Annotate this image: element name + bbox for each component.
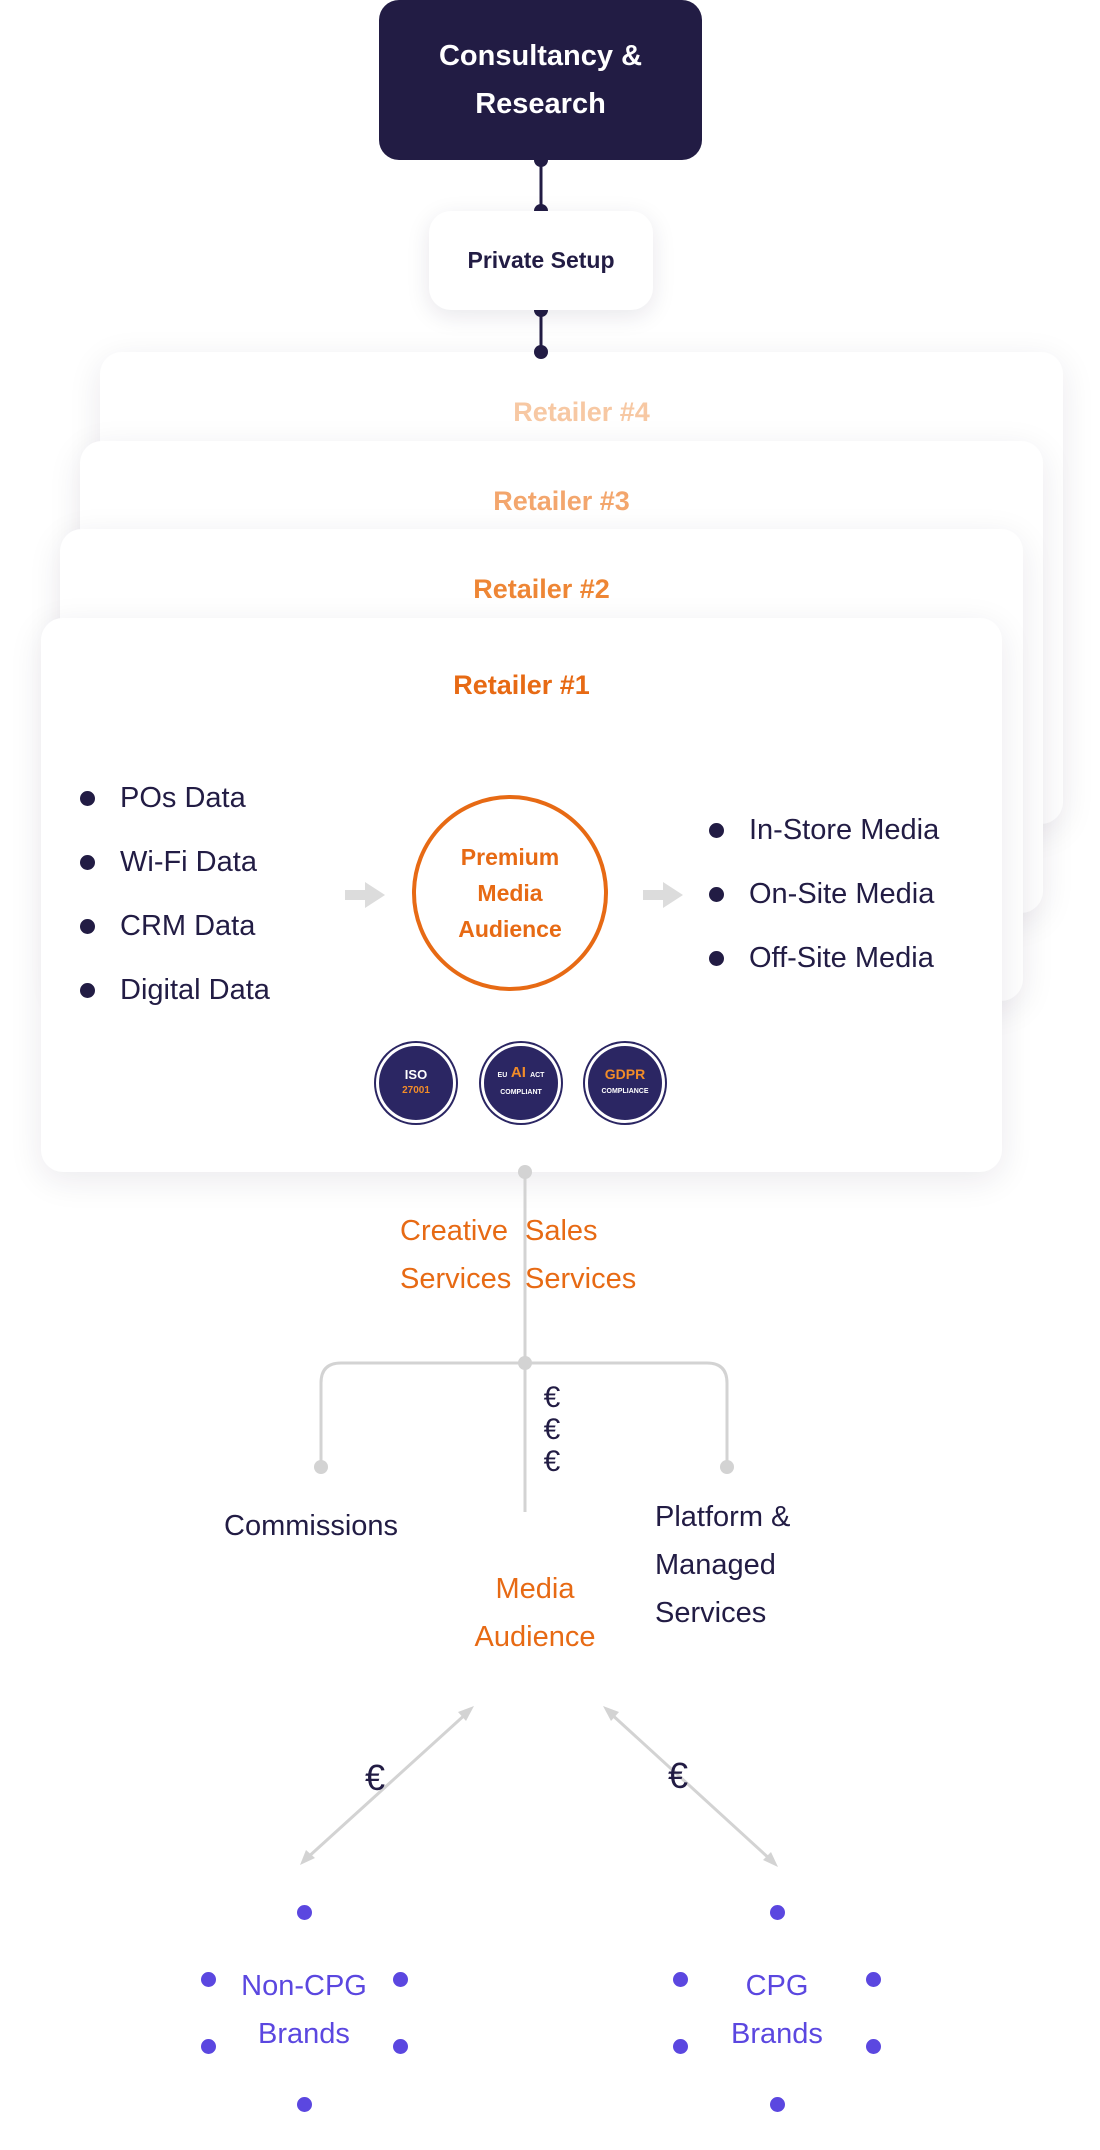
cpg-brands-label: CPG Brands xyxy=(731,1970,823,2050)
bullet-dot xyxy=(80,855,95,870)
euro-stack: € € € xyxy=(542,1382,562,1478)
arrow-right-icon xyxy=(643,882,683,908)
non-cpg-brands-label: Non-CPG Brands xyxy=(241,1970,367,2050)
brand-dot xyxy=(393,2039,408,2054)
brand-dot xyxy=(770,2097,785,2112)
creative-services-label: Creative Services xyxy=(400,1215,512,1295)
bullet-dot xyxy=(80,983,95,998)
sales-services-label: Sales Services xyxy=(525,1215,637,1295)
platform-managed-services-label: Platform & Managed Services xyxy=(655,1501,791,1629)
bullet-dot xyxy=(709,887,724,902)
iso-27001-badge: ISO 27001 xyxy=(376,1043,456,1123)
euro-symbol: € xyxy=(543,1445,561,1478)
bullet-dot xyxy=(80,919,95,934)
brand-dot xyxy=(770,1905,785,1920)
list-item: CRM Data xyxy=(80,894,270,958)
brand-dot xyxy=(393,1972,408,1987)
list-item: POs Data xyxy=(80,766,270,830)
premium-media-audience-label: Premium Media Audience xyxy=(458,844,562,942)
euro-symbol-right: € xyxy=(668,1755,689,1796)
brand-dot xyxy=(866,1972,881,1987)
retailer-1-title: Retailer #1 xyxy=(453,670,590,700)
media-audience-label: Media Audience xyxy=(474,1573,596,1653)
euro-symbol-left: € xyxy=(365,1757,386,1798)
commissions-label: Commissions xyxy=(224,1510,399,1542)
list-item: Digital Data xyxy=(80,958,270,1022)
brand-dot xyxy=(201,1972,216,1987)
brand-dot xyxy=(673,1972,688,1987)
retailer-3-title: Retailer #3 xyxy=(493,486,630,516)
bullet-dot xyxy=(80,791,95,806)
list-item: In-Store Media xyxy=(709,798,939,862)
eu-ai-act-badge: EU AI ACT COMPLIANT xyxy=(481,1043,561,1123)
iso-code: 27001 xyxy=(402,1085,430,1096)
consultancy-research-box: Consultancy & Research xyxy=(379,0,702,160)
ai-text: AI xyxy=(510,1064,526,1081)
media-channels-list: In-Store Media On-Site Media Off-Site Me… xyxy=(709,798,939,990)
bullet-dot xyxy=(709,951,724,966)
retailer-4-title: Retailer #4 xyxy=(513,397,650,427)
data-sources-list: POs Data Wi-Fi Data CRM Data Digital Dat… xyxy=(80,766,270,1022)
brand-dot xyxy=(201,2039,216,2054)
bullet-dot xyxy=(709,823,724,838)
private-setup-label: Private Setup xyxy=(467,247,615,273)
list-item: On-Site Media xyxy=(709,862,939,926)
consultancy-research-label: Consultancy & Research xyxy=(438,40,643,120)
private-setup-box: Private Setup xyxy=(429,211,653,310)
euro-symbol: € xyxy=(543,1413,561,1446)
list-item: Off-Site Media xyxy=(709,926,939,990)
gdpr-text: GDPR xyxy=(604,1066,646,1082)
brand-dot xyxy=(297,1905,312,1920)
retailer-2-title: Retailer #2 xyxy=(473,574,610,604)
euro-symbol: € xyxy=(543,1381,561,1414)
brand-dot xyxy=(866,2039,881,2054)
brand-dot xyxy=(673,2039,688,2054)
list-item: Wi-Fi Data xyxy=(80,830,270,894)
iso-text: ISO xyxy=(404,1067,428,1082)
gdpr-badge: GDPR COMPLIANCE xyxy=(585,1043,665,1123)
arrow-right-icon xyxy=(345,882,385,908)
premium-media-audience-circle: Premium Media Audience xyxy=(412,795,608,991)
brand-dot xyxy=(297,2097,312,2112)
